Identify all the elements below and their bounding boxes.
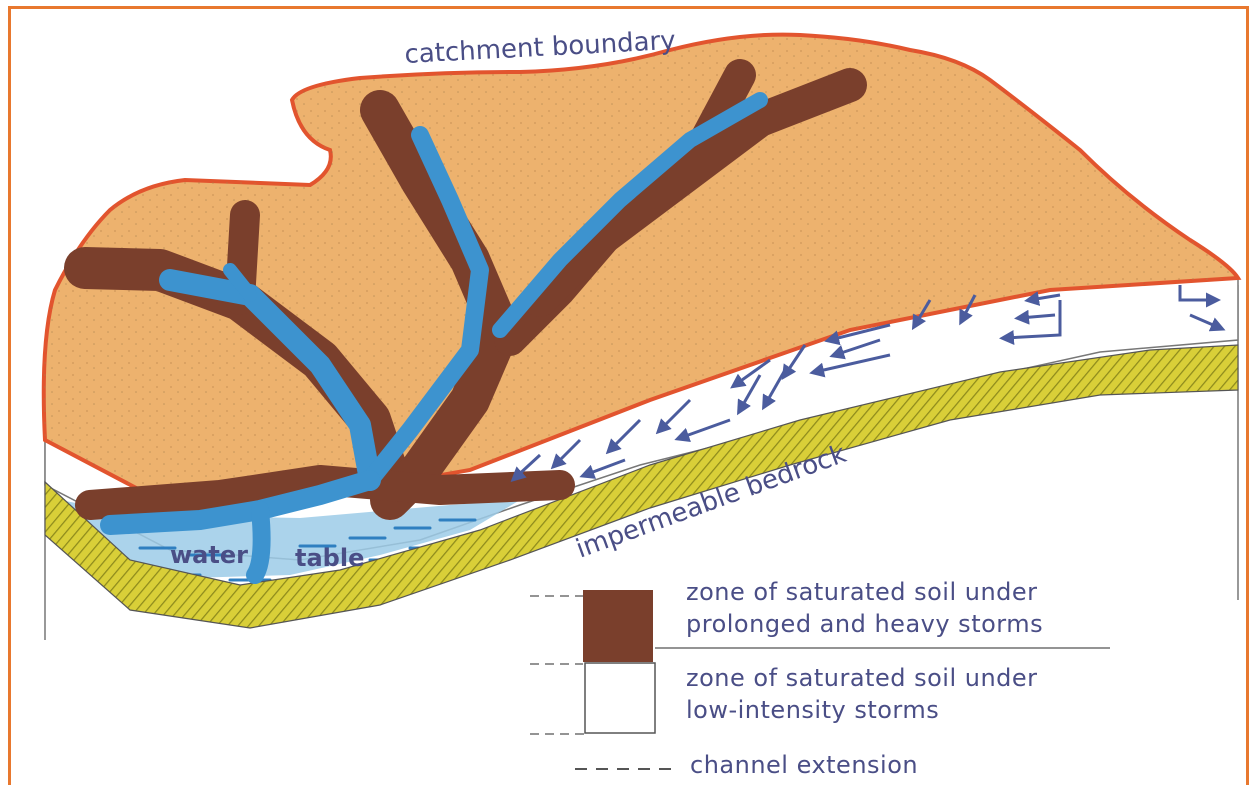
- legend-low-storms-line-1: zone of saturated soil under: [686, 662, 1038, 694]
- water-label: water: [170, 541, 248, 569]
- legend-swatch-low-storms: [585, 663, 655, 733]
- table-label: table: [295, 544, 364, 572]
- legend-heavy-storms-line-2: prolonged and heavy storms: [686, 608, 1043, 640]
- legend-heavy-storms-text: zone of saturated soil under prolonged a…: [686, 576, 1043, 640]
- legend-swatch-heavy-storms: [583, 590, 653, 662]
- legend-heavy-storms-line-1: zone of saturated soil under: [686, 576, 1043, 608]
- legend-low-storms-line-2: low-intensity storms: [686, 694, 1038, 726]
- legend-low-storms-text: zone of saturated soil under low-intensi…: [686, 662, 1038, 726]
- legend-channel-extension-text: channel extension: [690, 749, 918, 781]
